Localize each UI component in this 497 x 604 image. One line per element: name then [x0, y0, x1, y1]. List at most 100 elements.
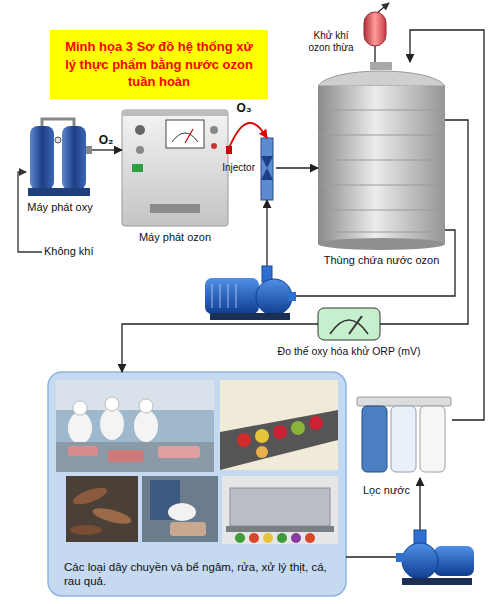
vegetable	[249, 533, 259, 543]
worker-head	[73, 401, 87, 415]
processing-panel	[48, 372, 346, 596]
fish	[71, 484, 109, 508]
venturi-cone	[261, 156, 273, 168]
glove	[168, 503, 196, 521]
connectors	[92, 30, 484, 557]
washing-machine	[230, 488, 330, 526]
ozone-generator-illustration	[122, 110, 232, 226]
motor-fin	[212, 284, 213, 308]
orp-needle	[349, 316, 362, 334]
worker-head	[139, 399, 153, 413]
handling-photo	[142, 476, 218, 542]
vent-canister	[364, 12, 386, 46]
adsorber-tower	[62, 126, 86, 190]
tank-lid	[370, 62, 392, 70]
injector-illustration	[261, 138, 273, 200]
motor-fin	[228, 284, 229, 308]
water-filter-illustration	[357, 397, 451, 472]
gas-label: O₂	[99, 133, 114, 147]
name-plate	[150, 204, 200, 213]
injector: Injector	[258, 138, 276, 200]
pipe-connector	[410, 30, 484, 420]
fruit-line-photo	[220, 380, 338, 470]
conveyor-belt	[220, 410, 338, 470]
injector-body	[261, 138, 273, 200]
top-pipe	[42, 119, 74, 126]
pump-outlet	[414, 530, 426, 546]
apple	[256, 446, 268, 458]
pump-motor	[205, 278, 259, 314]
indicator-lamp	[211, 143, 217, 149]
vent-illustration	[364, 3, 389, 46]
circulation-pump	[205, 266, 296, 320]
pump-base	[210, 313, 290, 320]
pipe-connector	[380, 120, 468, 324]
node-label: Máy phát oxy	[27, 201, 92, 214]
water-filter: Lọc nước	[355, 395, 452, 478]
pipe-connector	[346, 478, 420, 557]
worker-head	[105, 397, 119, 411]
control-knob	[136, 146, 144, 154]
node-label: Máy phát ozon	[139, 231, 211, 244]
apple	[255, 429, 269, 443]
oxygen-generator-illustration	[28, 119, 92, 196]
orp-meter-illustration	[318, 308, 380, 340]
pump-inlet	[396, 553, 404, 562]
ozone-destructor: Khử khí ozon thừa	[364, 12, 386, 46]
orp-scale	[330, 320, 368, 334]
pressure-gauge	[55, 137, 61, 143]
fish	[70, 525, 102, 535]
control-knob	[210, 126, 218, 134]
vegetable	[305, 533, 315, 543]
work-table	[56, 442, 214, 472]
pump-outlet	[262, 266, 272, 282]
orp-meter: Đo thế oxy hóa khử ORP (mV)	[318, 308, 380, 340]
venturi-cone	[261, 168, 273, 180]
control-knob	[135, 125, 145, 135]
meter-needle	[185, 129, 193, 143]
power-switch	[132, 164, 143, 172]
pipe-connector	[228, 123, 267, 150]
generator-cabinet	[122, 110, 228, 226]
ozone-water-tank: Thùng chứa nước ozon	[318, 62, 445, 250]
generator-base	[28, 188, 90, 196]
meter-scale	[172, 133, 198, 142]
node-label: Khử khí ozon thừa	[302, 30, 360, 54]
outlet-stub	[86, 146, 92, 154]
tank-rib	[318, 135, 445, 136]
worker-coat	[134, 410, 158, 442]
fish-photo	[66, 476, 138, 542]
filter-head	[357, 397, 451, 406]
processing-lines-illustration	[48, 372, 346, 596]
gas-label: O₃	[237, 101, 252, 115]
tank-base	[318, 238, 445, 250]
tank-rib	[318, 232, 445, 233]
apple	[273, 425, 287, 439]
tank-rib	[318, 110, 445, 111]
fish-fillet	[170, 522, 206, 536]
pipe-connector	[267, 200, 455, 296]
motor-fin	[220, 284, 221, 308]
ozone-generator: Máy phát ozon	[122, 110, 228, 226]
pump-housing	[402, 543, 438, 579]
pump-motor	[434, 546, 474, 576]
node-label: Injector	[222, 162, 255, 174]
pump-base	[402, 578, 472, 585]
annotation-label: Không khí	[44, 245, 94, 257]
filter-cartridge	[362, 406, 387, 472]
vegetable	[291, 533, 301, 543]
tank-rib	[318, 210, 445, 211]
tank-illustration	[318, 62, 445, 250]
processing-lines: Các loại dây chuyền và bể ngâm, rửa, xử …	[48, 372, 346, 596]
filter-cartridge	[391, 406, 416, 472]
panel-meter	[166, 120, 204, 148]
orp-meter-body	[318, 308, 380, 340]
motor-fin	[236, 284, 237, 308]
fish	[91, 505, 133, 527]
pipe-connector	[374, 46, 375, 62]
adsorber-tower	[30, 126, 54, 190]
vegetable	[277, 533, 287, 543]
machine-conveyor	[226, 526, 334, 532]
